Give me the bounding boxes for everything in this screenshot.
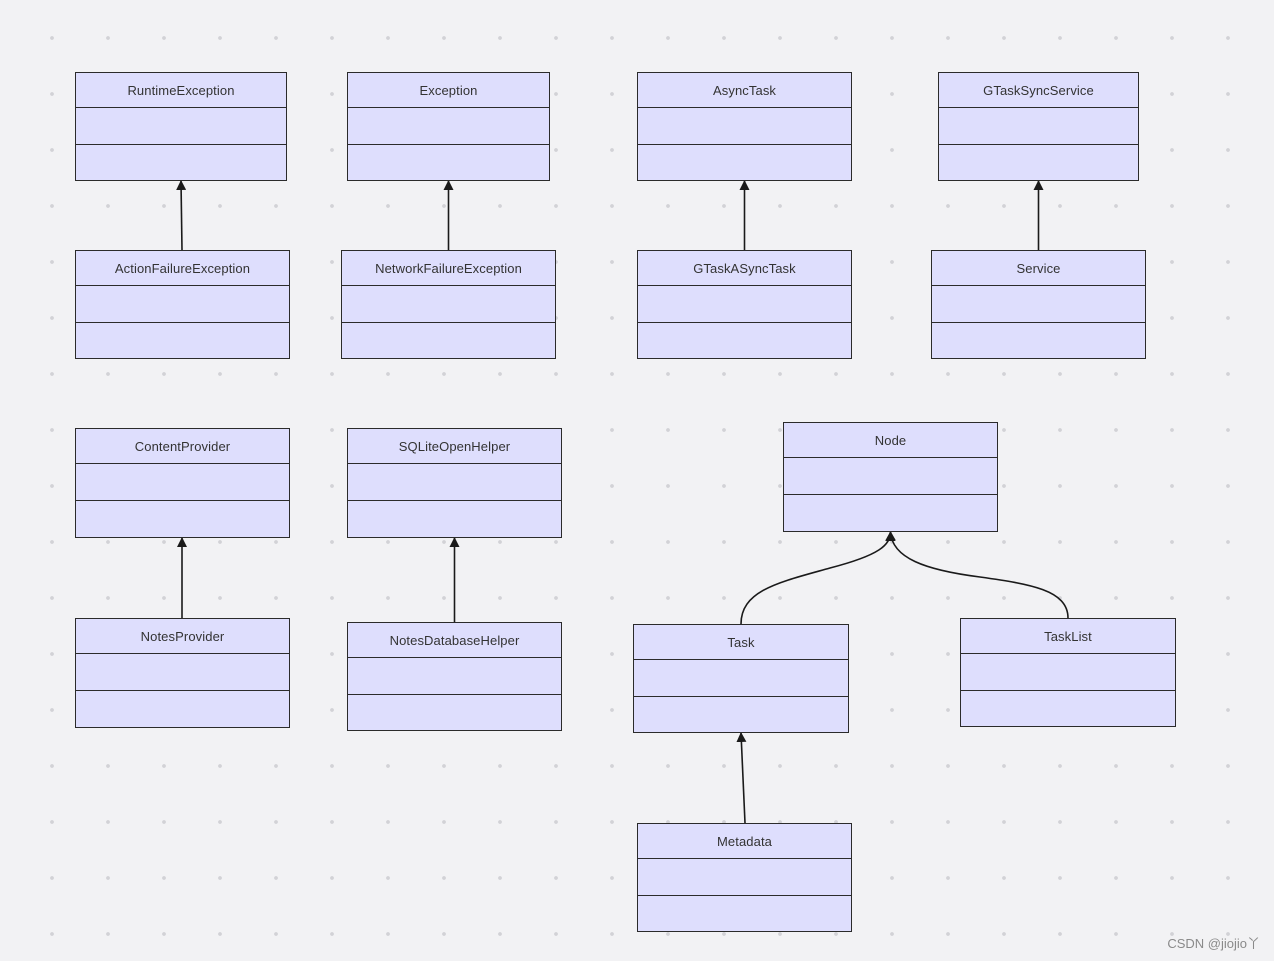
class-box-notes-provider: NotesProvider: [75, 618, 290, 728]
methods-section: [76, 690, 289, 727]
attributes-section: [784, 458, 997, 494]
edge-task-to-node: [740, 531, 896, 625]
attributes-section: [76, 286, 289, 322]
methods-section: [939, 143, 1138, 181]
class-box-exception: Exception: [347, 72, 550, 181]
class-box-content-provider: ContentProvider: [75, 428, 290, 538]
methods-section: [348, 143, 549, 181]
class-name: ContentProvider: [76, 429, 289, 464]
class-name: Task: [634, 625, 848, 660]
methods-section: [342, 321, 555, 359]
class-name: NetworkFailureException: [342, 251, 555, 286]
methods-section: [932, 321, 1145, 359]
attributes-section: [348, 464, 561, 500]
class-name: GTaskSyncService: [939, 73, 1138, 108]
class-name: AsyncTask: [638, 73, 851, 108]
attributes-section: [342, 286, 555, 322]
edge-metadata-to-task: [736, 732, 747, 824]
class-name: NotesDatabaseHelper: [348, 623, 561, 658]
class-name: Node: [784, 423, 997, 458]
attributes-section: [348, 108, 549, 144]
class-name: TaskList: [961, 619, 1175, 654]
attributes-section: [638, 108, 851, 144]
methods-section: [638, 143, 851, 181]
methods-section: [76, 500, 289, 537]
class-box-action-failure-exception: ActionFailureException: [75, 250, 290, 359]
class-name: RuntimeException: [76, 73, 286, 108]
attributes-section: [961, 654, 1175, 690]
methods-section: [638, 321, 851, 359]
class-box-runtime-exception: RuntimeException: [75, 72, 287, 181]
methods-section: [634, 695, 848, 733]
class-name: Service: [932, 251, 1145, 286]
class-box-gtask-async-task: GTaskASyncTask: [637, 250, 852, 359]
class-box-service: Service: [931, 250, 1146, 359]
class-name: NotesProvider: [76, 619, 289, 654]
attributes-section: [638, 286, 851, 322]
class-box-notes-database-helper: NotesDatabaseHelper: [347, 622, 562, 731]
attributes-section: [932, 286, 1145, 322]
methods-section: [76, 143, 286, 181]
class-box-task: Task: [633, 624, 849, 733]
edge-tasklist-to-node: [886, 531, 1069, 619]
attributes-section: [638, 859, 851, 895]
attributes-section: [76, 654, 289, 690]
attributes-section: [939, 108, 1138, 144]
class-box-gtask-sync-service: GTaskSyncService: [938, 72, 1139, 181]
class-box-sqlite-open-helper: SQLiteOpenHelper: [347, 428, 562, 538]
methods-section: [348, 693, 561, 731]
methods-section: [76, 321, 289, 359]
class-box-network-failure-exception: NetworkFailureException: [341, 250, 556, 359]
class-box-async-task: AsyncTask: [637, 72, 852, 181]
attributes-section: [348, 658, 561, 694]
attributes-section: [76, 108, 286, 144]
attributes-section: [76, 464, 289, 500]
class-box-task-list: TaskList: [960, 618, 1176, 727]
class-box-metadata: Metadata: [637, 823, 852, 932]
class-name: Exception: [348, 73, 549, 108]
attributes-section: [634, 660, 848, 696]
class-name: SQLiteOpenHelper: [348, 429, 561, 464]
class-box-node: Node: [783, 422, 998, 532]
class-name: ActionFailureException: [76, 251, 289, 286]
methods-section: [784, 494, 997, 531]
methods-section: [638, 894, 851, 932]
watermark: CSDN @jiojio丫: [1167, 936, 1260, 951]
class-name: GTaskASyncTask: [638, 251, 851, 286]
methods-section: [348, 500, 561, 537]
class-name: Metadata: [638, 824, 851, 859]
edge-actionfailureexception-to-runtimeexception: [176, 180, 187, 251]
methods-section: [961, 689, 1175, 727]
